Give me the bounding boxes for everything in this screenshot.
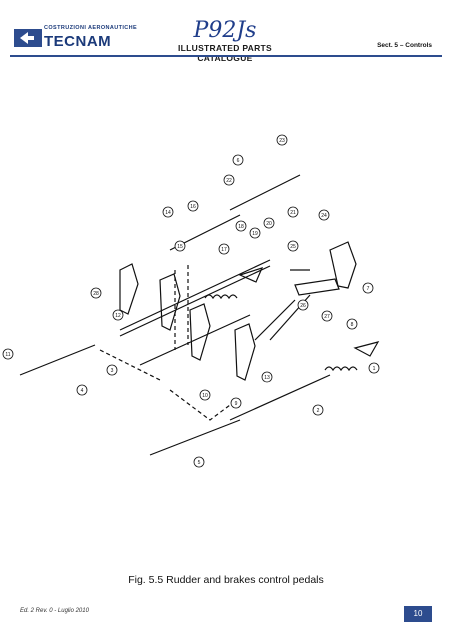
logo-subtitle: COSTRUZIONI AERONAUTICHE bbox=[44, 25, 138, 31]
callout-18: 18 bbox=[238, 224, 244, 230]
callout-9: 9 bbox=[235, 401, 238, 407]
edition-label: Ed. 2 Rev. 0 - Luglio 2010 bbox=[20, 608, 89, 614]
callout-21: 21 bbox=[290, 210, 296, 216]
catalogue-title: ILLUSTRATED PARTS CATALOGUE bbox=[177, 43, 273, 63]
tecnam-logo-mark-icon bbox=[14, 29, 42, 47]
callout-2: 2 bbox=[317, 408, 320, 414]
callout-19: 19 bbox=[252, 231, 258, 237]
callout-20: 20 bbox=[266, 221, 272, 227]
callout-11: 11 bbox=[5, 352, 10, 358]
callout-23: 23 bbox=[279, 138, 285, 144]
callout-1: 1 bbox=[373, 366, 376, 372]
callout-15: 15 bbox=[177, 244, 183, 250]
tecnam-logo: COSTRUZIONI AERONAUTICHE TECNAM bbox=[14, 25, 138, 51]
callout-24: 24 bbox=[321, 213, 327, 219]
callout-10: 10 bbox=[202, 393, 208, 399]
callout-12: 12 bbox=[115, 313, 121, 319]
callout-14: 14 bbox=[165, 210, 171, 216]
callout-22: 22 bbox=[226, 178, 232, 184]
callout-26: 26 bbox=[300, 303, 306, 309]
callout-5: 5 bbox=[198, 460, 201, 466]
page-header: COSTRUZIONI AERONAUTICHE TECNAM P92Js IL… bbox=[0, 0, 452, 64]
callout-8: 8 bbox=[351, 322, 354, 328]
aircraft-model: P92Js bbox=[193, 18, 257, 43]
page-number: 10 bbox=[404, 606, 432, 622]
callout-28: 28 bbox=[93, 291, 99, 297]
callout-7: 7 bbox=[367, 286, 370, 292]
callout-17: 17 bbox=[221, 247, 227, 253]
header-divider bbox=[10, 55, 442, 57]
callout-4: 4 bbox=[81, 388, 84, 394]
section-label: Sect. 5 – Controls bbox=[377, 42, 432, 49]
document-title: P92Js ILLUSTRATED PARTS CATALOGUE bbox=[150, 18, 300, 64]
callout-6: 6 bbox=[237, 158, 240, 164]
callout-3: 3 bbox=[111, 368, 114, 374]
callout-16: 16 bbox=[190, 204, 196, 210]
callout-13: 13 bbox=[264, 375, 270, 381]
figure-caption: Fig. 5.5 Rudder and brakes control pedal… bbox=[128, 574, 324, 586]
callout-25: 25 bbox=[290, 244, 296, 250]
parts-exploded-drawing: 1 2 3 4 5 6 7 8 9 10 11 12 13 14 15 16 1… bbox=[2, 134, 380, 468]
logo-wordmark: TECNAM bbox=[44, 33, 112, 50]
callout-27: 27 bbox=[324, 314, 330, 320]
